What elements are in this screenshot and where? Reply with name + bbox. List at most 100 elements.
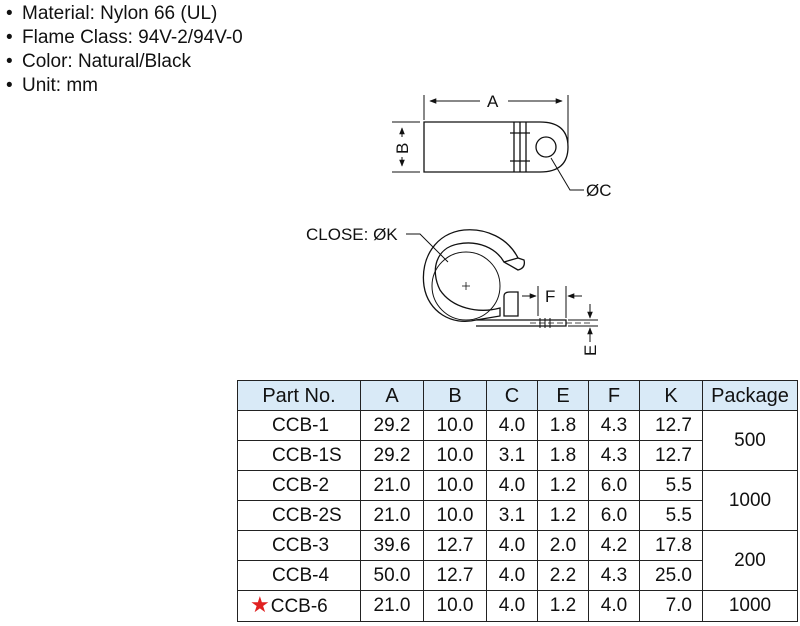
value-cell: 4.3 xyxy=(588,440,640,471)
column-header: Part No. xyxy=(237,380,361,411)
value-cell: 10.0 xyxy=(423,590,487,622)
spec-text: Color: Natural/Black xyxy=(22,51,191,72)
value-cell: 7.0 xyxy=(639,590,703,622)
part-number-cell: CCB-4 xyxy=(237,560,361,591)
part-number-cell: CCB-1S xyxy=(237,440,361,471)
package-cell: 1000 xyxy=(702,470,798,531)
value-cell: 1.2 xyxy=(537,470,589,501)
value-cell: 6.0 xyxy=(588,500,640,531)
value-cell: 4.0 xyxy=(486,590,538,622)
value-cell: 12.7 xyxy=(423,560,487,591)
column-header: K xyxy=(639,380,703,411)
value-cell: 2.2 xyxy=(537,560,589,591)
value-cell: 1.8 xyxy=(537,440,589,471)
value-cell: 25.0 xyxy=(639,560,703,591)
label-c: ØC xyxy=(586,181,612,200)
bullet: • xyxy=(6,51,13,72)
clamp-hook xyxy=(503,257,526,271)
value-cell: 50.0 xyxy=(360,560,424,591)
value-cell: 3.1 xyxy=(486,500,538,531)
value-cell: 21.0 xyxy=(360,590,424,622)
value-cell: 4.0 xyxy=(486,410,538,441)
spec-item-material: •Material: Nylon 66 (UL) xyxy=(6,2,243,26)
table-row: ★CCB-6 21.0 10.0 4.0 1.2 4.0 7.0 1000 xyxy=(237,590,798,622)
value-cell: 4.0 xyxy=(588,590,640,622)
column-header: E xyxy=(537,380,589,411)
value-cell: 3.1 xyxy=(486,440,538,471)
table-row: CCB-1 29.2 10.0 4.0 1.8 4.3 12.7 500 xyxy=(237,410,798,471)
column-header: B xyxy=(423,380,487,411)
label-e: E xyxy=(581,345,600,356)
spec-list: •Material: Nylon 66 (UL) •Flame Class: 9… xyxy=(6,2,243,98)
part-number-cell: CCB-1 xyxy=(237,410,361,441)
table-row: CCB-3 39.6 12.7 4.0 2.0 4.2 17.8 200 xyxy=(237,530,798,591)
leader-line-k xyxy=(406,233,449,263)
star-icon: ★ xyxy=(250,592,270,617)
column-header: A xyxy=(360,380,424,411)
value-cell: 21.0 xyxy=(360,470,424,501)
value-cell: 4.3 xyxy=(588,560,640,591)
table-header-row: Part No. A B C E F K Package xyxy=(237,380,798,411)
label-b: B xyxy=(393,143,412,154)
value-cell: 17.8 xyxy=(639,530,703,561)
value-cell: 5.5 xyxy=(639,470,703,501)
value-cell: 10.0 xyxy=(423,470,487,501)
value-cell: 6.0 xyxy=(588,470,640,501)
mounting-hole xyxy=(535,136,557,158)
side-view xyxy=(406,229,598,342)
bullet: • xyxy=(6,75,13,96)
column-header: Package xyxy=(702,380,798,411)
label-close-k: CLOSE: ØK xyxy=(306,225,398,244)
clamp-latch xyxy=(503,291,519,317)
table-row: CCB-2 21.0 10.0 4.0 1.2 6.0 5.5 1000 xyxy=(237,470,798,531)
value-cell: 4.3 xyxy=(588,410,640,441)
value-cell: 1.2 xyxy=(537,590,589,622)
value-cell: 4.0 xyxy=(486,470,538,501)
value-cell: 4.0 xyxy=(486,530,538,561)
value-cell: 39.6 xyxy=(360,530,424,561)
spec-table: Part No. A B C E F K Package CCB-1 29.2 … xyxy=(237,380,798,622)
table-row: CCB-4 50.0 12.7 4.0 2.2 4.3 25.0 xyxy=(237,560,798,591)
value-cell: 29.2 xyxy=(360,410,424,441)
label-a: A xyxy=(487,92,499,111)
value-cell: 2.0 xyxy=(537,530,589,561)
spec-text: Unit: mm xyxy=(22,75,98,96)
spec-item-flame-class: • Flame Class: 94V-2/94V-0 xyxy=(6,26,243,50)
value-cell: 10.0 xyxy=(423,410,487,441)
part-number-cell: CCB-2S xyxy=(237,500,361,531)
value-cell: 4.0 xyxy=(486,560,538,591)
label-f: F xyxy=(545,287,555,306)
value-cell: 10.0 xyxy=(423,440,487,471)
value-cell: 4.2 xyxy=(588,530,640,561)
value-cell: 1.8 xyxy=(537,410,589,441)
column-header: C xyxy=(486,380,538,411)
bullet: • xyxy=(6,27,13,48)
value-cell: 29.2 xyxy=(360,440,424,471)
leader-line-c xyxy=(550,157,584,191)
cable-clamp-drawing: A B ØC CLOSE: ØK F E xyxy=(306,92,612,356)
top-view xyxy=(392,95,584,191)
table-row: CCB-2S 21.0 10.0 3.1 1.2 6.0 5.5 xyxy=(237,500,798,531)
package-cell: 200 xyxy=(702,530,798,591)
value-cell: 12.7 xyxy=(639,440,703,471)
spec-text: Material: Nylon 66 (UL) xyxy=(22,3,218,24)
package-cell: 500 xyxy=(702,410,798,471)
value-cell: 1.2 xyxy=(537,500,589,531)
part-number-text: CCB-6 xyxy=(270,596,328,617)
column-header: F xyxy=(588,380,640,411)
value-cell: 5.5 xyxy=(639,500,703,531)
clamp-loop-outer xyxy=(422,229,519,322)
value-cell: 21.0 xyxy=(360,500,424,531)
value-cell: 12.7 xyxy=(639,410,703,441)
spec-text: Flame Class: 94V-2/94V-0 xyxy=(22,27,243,48)
value-cell: 10.0 xyxy=(423,500,487,531)
value-cell: 12.7 xyxy=(423,530,487,561)
spec-item-color: • Color: Natural/Black xyxy=(6,50,243,74)
package-cell: 1000 xyxy=(702,590,798,622)
top-view-body xyxy=(423,121,569,173)
part-number-cell: CCB-2 xyxy=(237,470,361,501)
cable-circle xyxy=(431,251,501,321)
part-number-cell: ★CCB-6 xyxy=(237,590,361,622)
spec-item-unit: • Unit: mm xyxy=(6,74,243,98)
part-number-cell: CCB-3 xyxy=(237,530,361,561)
